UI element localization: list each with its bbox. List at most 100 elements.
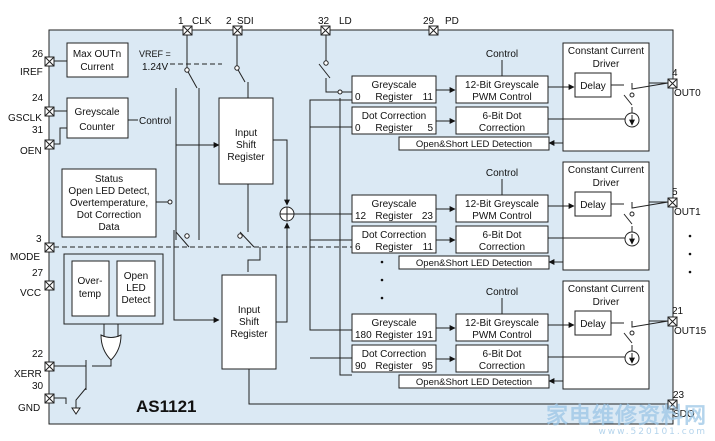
pin-out15-number: 21 bbox=[672, 306, 684, 317]
dot-correction-block bbox=[455, 225, 549, 254]
dot-correction-line2: Correction bbox=[479, 123, 525, 134]
open-short-detection-label: Open&Short LED Detection bbox=[416, 139, 532, 150]
greyscale-register-title: Greyscale bbox=[371, 318, 416, 329]
isr2-lines-line-2: Register bbox=[230, 329, 268, 340]
isr2-lines-line-0: Input bbox=[238, 305, 260, 316]
ot-lines-line-1: temp bbox=[79, 289, 102, 300]
pin-clk-number: 1 bbox=[178, 16, 184, 27]
isr1-lines-line-2: Register bbox=[227, 152, 265, 163]
greyscale-register-low-bit: 180 bbox=[355, 330, 372, 341]
status-lines-line-2: Overtemperature, bbox=[70, 198, 148, 209]
pin-out0-number: 4 bbox=[672, 68, 678, 79]
pin-gnd-label: GND bbox=[18, 403, 40, 414]
open-short-detection-label: Open&Short LED Detection bbox=[416, 258, 532, 269]
dot-correction-register bbox=[351, 106, 437, 135]
delay-label: Delay bbox=[580, 81, 606, 92]
pin-pd-number: 29 bbox=[423, 16, 435, 27]
watermark-line2: www.520101.com bbox=[598, 427, 707, 437]
pin-out15-label: OUT15 bbox=[674, 326, 707, 337]
pwm-control-line1: 12-Bit Greyscale bbox=[465, 80, 539, 91]
input-shift-register-1 bbox=[218, 97, 274, 185]
constant-current-driver-line2: Driver bbox=[593, 178, 620, 189]
pin-iref-number: 26 bbox=[32, 49, 44, 60]
greyscale-register-high-bit: 11 bbox=[423, 92, 434, 103]
counter-control-label: Control bbox=[139, 116, 171, 127]
constant-current-driver-line2: Driver bbox=[593, 297, 620, 308]
delay-block bbox=[574, 72, 612, 98]
pin-xerr: 22 XERR bbox=[14, 349, 55, 380]
pwm-control-line1: 12-Bit Greyscale bbox=[465, 318, 539, 329]
max-out-current-line2: Current bbox=[80, 62, 114, 73]
isr1-lines-line-1: Shift bbox=[236, 140, 256, 151]
watermark-line1: 家电维修资料网 bbox=[545, 404, 707, 429]
dot-correction-register-high-bit: 95 bbox=[422, 361, 434, 372]
ol-lines-line-1: LED bbox=[126, 283, 145, 294]
vref-label: VREF = bbox=[139, 49, 171, 59]
dot-correction-register-low-bit: 6 bbox=[355, 242, 361, 253]
pwm-control-block bbox=[455, 75, 549, 104]
greyscale-register bbox=[351, 75, 437, 104]
greyscale-register-high-bit: 23 bbox=[422, 211, 434, 222]
dot-correction-register-label: Register bbox=[375, 123, 413, 134]
isr2-lines-line-1: Shift bbox=[239, 317, 259, 328]
status-lines-line-3: Dot Correction bbox=[77, 210, 141, 221]
pin-sdi-label: SDI bbox=[237, 16, 254, 27]
dot-correction-line1: 6-Bit Dot bbox=[483, 111, 522, 122]
pin-pd-label: PD bbox=[445, 16, 459, 27]
pin-mode-label: MODE bbox=[10, 252, 40, 263]
dot-correction-register-title: Dot Correction bbox=[362, 230, 426, 241]
dot-correction-register-label: Register bbox=[375, 361, 413, 372]
pin-oen-label: OEN bbox=[20, 146, 42, 157]
channel-control-label: Control bbox=[486, 287, 518, 298]
dot-correction-register-title: Dot Correction bbox=[362, 111, 426, 122]
pwm-control-line2: PWM Control bbox=[472, 92, 531, 103]
status-lines-line-0: Status bbox=[95, 174, 123, 185]
greyscale-register bbox=[351, 194, 437, 223]
dot-correction-register-high-bit: 11 bbox=[423, 242, 434, 253]
pwm-control-block bbox=[455, 194, 549, 223]
greyscale-register-label: Register bbox=[375, 92, 413, 103]
greyscale-counter-line2: Counter bbox=[79, 122, 115, 133]
max-out-current-block bbox=[66, 42, 129, 78]
status-lines-line-4: Data bbox=[98, 222, 120, 233]
constant-current-driver-line1: Constant Current bbox=[568, 165, 644, 176]
pin-gsclk: 24 GSCLK bbox=[8, 93, 55, 124]
dot-correction-line2: Correction bbox=[479, 242, 525, 253]
pin-vcc-number: 27 bbox=[32, 268, 44, 279]
pin-out1-number: 5 bbox=[672, 187, 678, 198]
pin-sdo-number: 23 bbox=[673, 390, 685, 401]
pin-sdo-label: SDO bbox=[673, 409, 695, 420]
pin-sdi: 2 SDI bbox=[226, 16, 254, 36]
dot-correction-register-label: Register bbox=[375, 242, 413, 253]
open-short-detection-label: Open&Short LED Detection bbox=[416, 377, 532, 388]
delay-block bbox=[574, 310, 612, 336]
greyscale-register-high-bit: 191 bbox=[416, 330, 433, 341]
pin-ld: 32 LD bbox=[318, 16, 352, 36]
pwm-control-block bbox=[455, 313, 549, 342]
pin-out0-label: OUT0 bbox=[674, 88, 701, 99]
pin-pd: 29 PD bbox=[423, 16, 459, 36]
greyscale-register-label: Register bbox=[375, 330, 413, 341]
pin-gnd-number: 30 bbox=[32, 381, 44, 392]
greyscale-register-title: Greyscale bbox=[371, 199, 416, 210]
pin-out15: 21 OUT15 bbox=[667, 306, 707, 337]
pin-mode: 3 MODE bbox=[10, 234, 55, 263]
channel-control-label: Control bbox=[486, 49, 518, 60]
vref-value: 1.24V bbox=[142, 62, 168, 73]
greyscale-counter-block bbox=[66, 97, 129, 139]
pin-vcc-label: VCC bbox=[20, 288, 41, 299]
channel-control-label: Control bbox=[486, 168, 518, 179]
ol-lines-line-2: Detect bbox=[122, 295, 151, 306]
dot-correction-register bbox=[351, 344, 437, 373]
constant-current-driver-line2: Driver bbox=[593, 59, 620, 70]
pin-gsclk-number: 24 bbox=[32, 93, 44, 104]
dot-correction-line1: 6-Bit Dot bbox=[483, 349, 522, 360]
greyscale-register bbox=[351, 313, 437, 342]
dot-correction-block bbox=[455, 344, 549, 373]
dot-correction-line2: Correction bbox=[479, 361, 525, 372]
pin-xerr-label: XERR bbox=[14, 369, 42, 380]
pin-out1-label: OUT1 bbox=[674, 207, 701, 218]
delay-label: Delay bbox=[580, 319, 606, 330]
